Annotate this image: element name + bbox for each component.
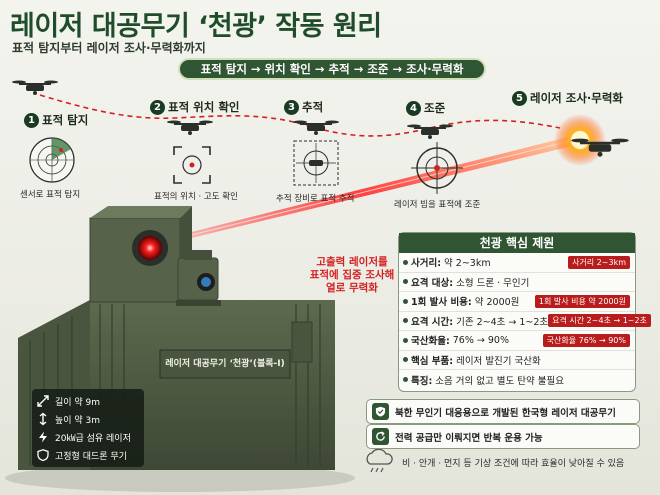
step-label: 추적 bbox=[302, 100, 324, 114]
step-number: 4 bbox=[406, 100, 421, 116]
spec-tag: 요격 시간 2~4초 → 1~2초 bbox=[548, 314, 651, 328]
spec-row-parts: 핵심 부품:레이저 발진기 국산화 bbox=[399, 351, 635, 370]
spec-tag: 국산화율 76% → 90% bbox=[542, 333, 630, 347]
step-number: 3 bbox=[284, 99, 299, 115]
step-2: 2 표적 위치 확인 bbox=[150, 99, 240, 115]
spec-tag: 사거리 2~3km bbox=[568, 255, 630, 269]
info-box-purpose: 북한 무인기 대응용으로 개발된 한국형 레이저 대공무기 bbox=[366, 399, 640, 424]
step-caption: 레이저 빔을 표적에 조준 bbox=[394, 200, 481, 210]
step-caption: 추적 장비로 표적 추적 bbox=[276, 194, 355, 204]
page-subtitle: 표적 탐지부터 레이저 조사·무력화까지 bbox=[12, 41, 206, 55]
step-number: 1 bbox=[24, 112, 39, 128]
spec-row-range: 사거리:약 2~3km 사거리 2~3km bbox=[399, 253, 635, 273]
step-label: 표적 위치 확인 bbox=[168, 100, 240, 114]
legend-item: 고정형 대드론 무기 bbox=[36, 446, 140, 464]
process-flow-bar: 표적 탐지 → 위치 확인 → 추적 → 조준 → 조사·무력화 bbox=[178, 58, 486, 80]
specs-title: 천광 핵심 제원 bbox=[399, 233, 635, 253]
weather-note: 비 · 안개 · 먼지 등 기상 조건에 따라 효율이 낮아질 수 있음 bbox=[402, 458, 625, 469]
radar-icon bbox=[29, 137, 75, 183]
step-3: 3 추적 bbox=[284, 99, 323, 115]
step-caption: 센서로 표적 탐지 bbox=[20, 190, 81, 200]
tracking-icon bbox=[293, 140, 339, 186]
legend-item: 높이 약 3m bbox=[36, 410, 140, 428]
recycle-icon bbox=[372, 428, 389, 445]
spec-tag: 1회 발사 비용 약 2000원 bbox=[534, 294, 630, 308]
step-label: 레이저 조사·무력화 bbox=[530, 91, 624, 105]
shield-icon bbox=[36, 448, 50, 462]
beam-description: 고출력 레이저를 표적에 집중 조사해 열로 무력화 bbox=[309, 256, 395, 294]
spec-row-cost: 1회 발사 비용:약 2000원 1회 발사 비용 약 2000원 bbox=[399, 292, 635, 312]
vehicle-label: 레이저 대공무기 ‘천광’(블록-Ⅰ) bbox=[165, 359, 285, 369]
legend-item: 20㎾급 섬유 레이저 bbox=[36, 428, 140, 446]
crosshair-icon bbox=[173, 146, 211, 184]
drone-icon bbox=[12, 80, 629, 157]
spec-row-localization: 국산화율:76% → 90% 국산화율 76% → 90% bbox=[399, 331, 635, 351]
spec-row-time: 요격 시간:기존 2~4초 → 1~2초 요격 시간 2~4초 → 1~2초 bbox=[399, 312, 651, 331]
height-icon bbox=[36, 412, 50, 426]
specs-panel: 천광 핵심 제원 사거리:약 2~3km 사거리 2~3km 요격 대상:소형 … bbox=[398, 232, 651, 392]
step-number: 5 bbox=[512, 90, 527, 106]
step-4: 4 조준 bbox=[406, 100, 445, 116]
step-5: 5 레이저 조사·무력화 bbox=[512, 90, 623, 106]
info-box-repeat: 전력 공급만 이뤄지면 반복 운용 가능 bbox=[366, 424, 640, 449]
step-label: 표적 탐지 bbox=[42, 113, 89, 127]
legend-item: 길이 약 9m bbox=[36, 392, 140, 410]
step-caption: 표적의 위치 · 고도 확인 bbox=[154, 192, 238, 202]
step-number: 2 bbox=[150, 99, 165, 115]
step-1: 1 표적 탐지 bbox=[24, 112, 88, 128]
process-flow-text: 표적 탐지 → 위치 확인 → 추적 → 조준 → 조사·무력화 bbox=[200, 62, 464, 76]
weather-cloud-icon bbox=[366, 448, 393, 473]
shield-icon bbox=[372, 403, 389, 420]
page-title: 레이저 대공무기 ‘천광’ 작동 원리 bbox=[10, 11, 382, 42]
spec-row-feature: 특징:소음 거의 없고 별도 탄약 불필요 bbox=[399, 370, 635, 390]
vehicle-legend: 길이 약 9m 높이 약 3m 20㎾급 섬유 레이저 고정형 대드론 무기 bbox=[32, 389, 144, 467]
length-icon bbox=[36, 394, 50, 408]
aim-icon bbox=[411, 142, 463, 194]
step-label: 조준 bbox=[424, 101, 446, 115]
lightning-icon bbox=[36, 430, 50, 444]
spec-row-target: 요격 대상:소형 드론 · 무인기 bbox=[399, 273, 635, 292]
